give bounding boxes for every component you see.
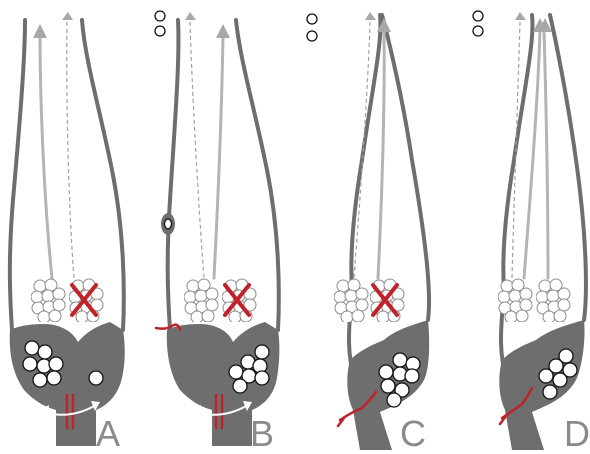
panel-label-c: C — [400, 413, 426, 454]
panel-c: C — [307, 12, 429, 454]
panel-d: D — [473, 11, 590, 454]
panel-label-a: A — [96, 413, 120, 454]
panel-b: B — [155, 11, 279, 454]
panel-label-d: D — [564, 413, 590, 454]
panel-a: A — [10, 12, 125, 454]
panel-label-b: B — [250, 413, 274, 454]
